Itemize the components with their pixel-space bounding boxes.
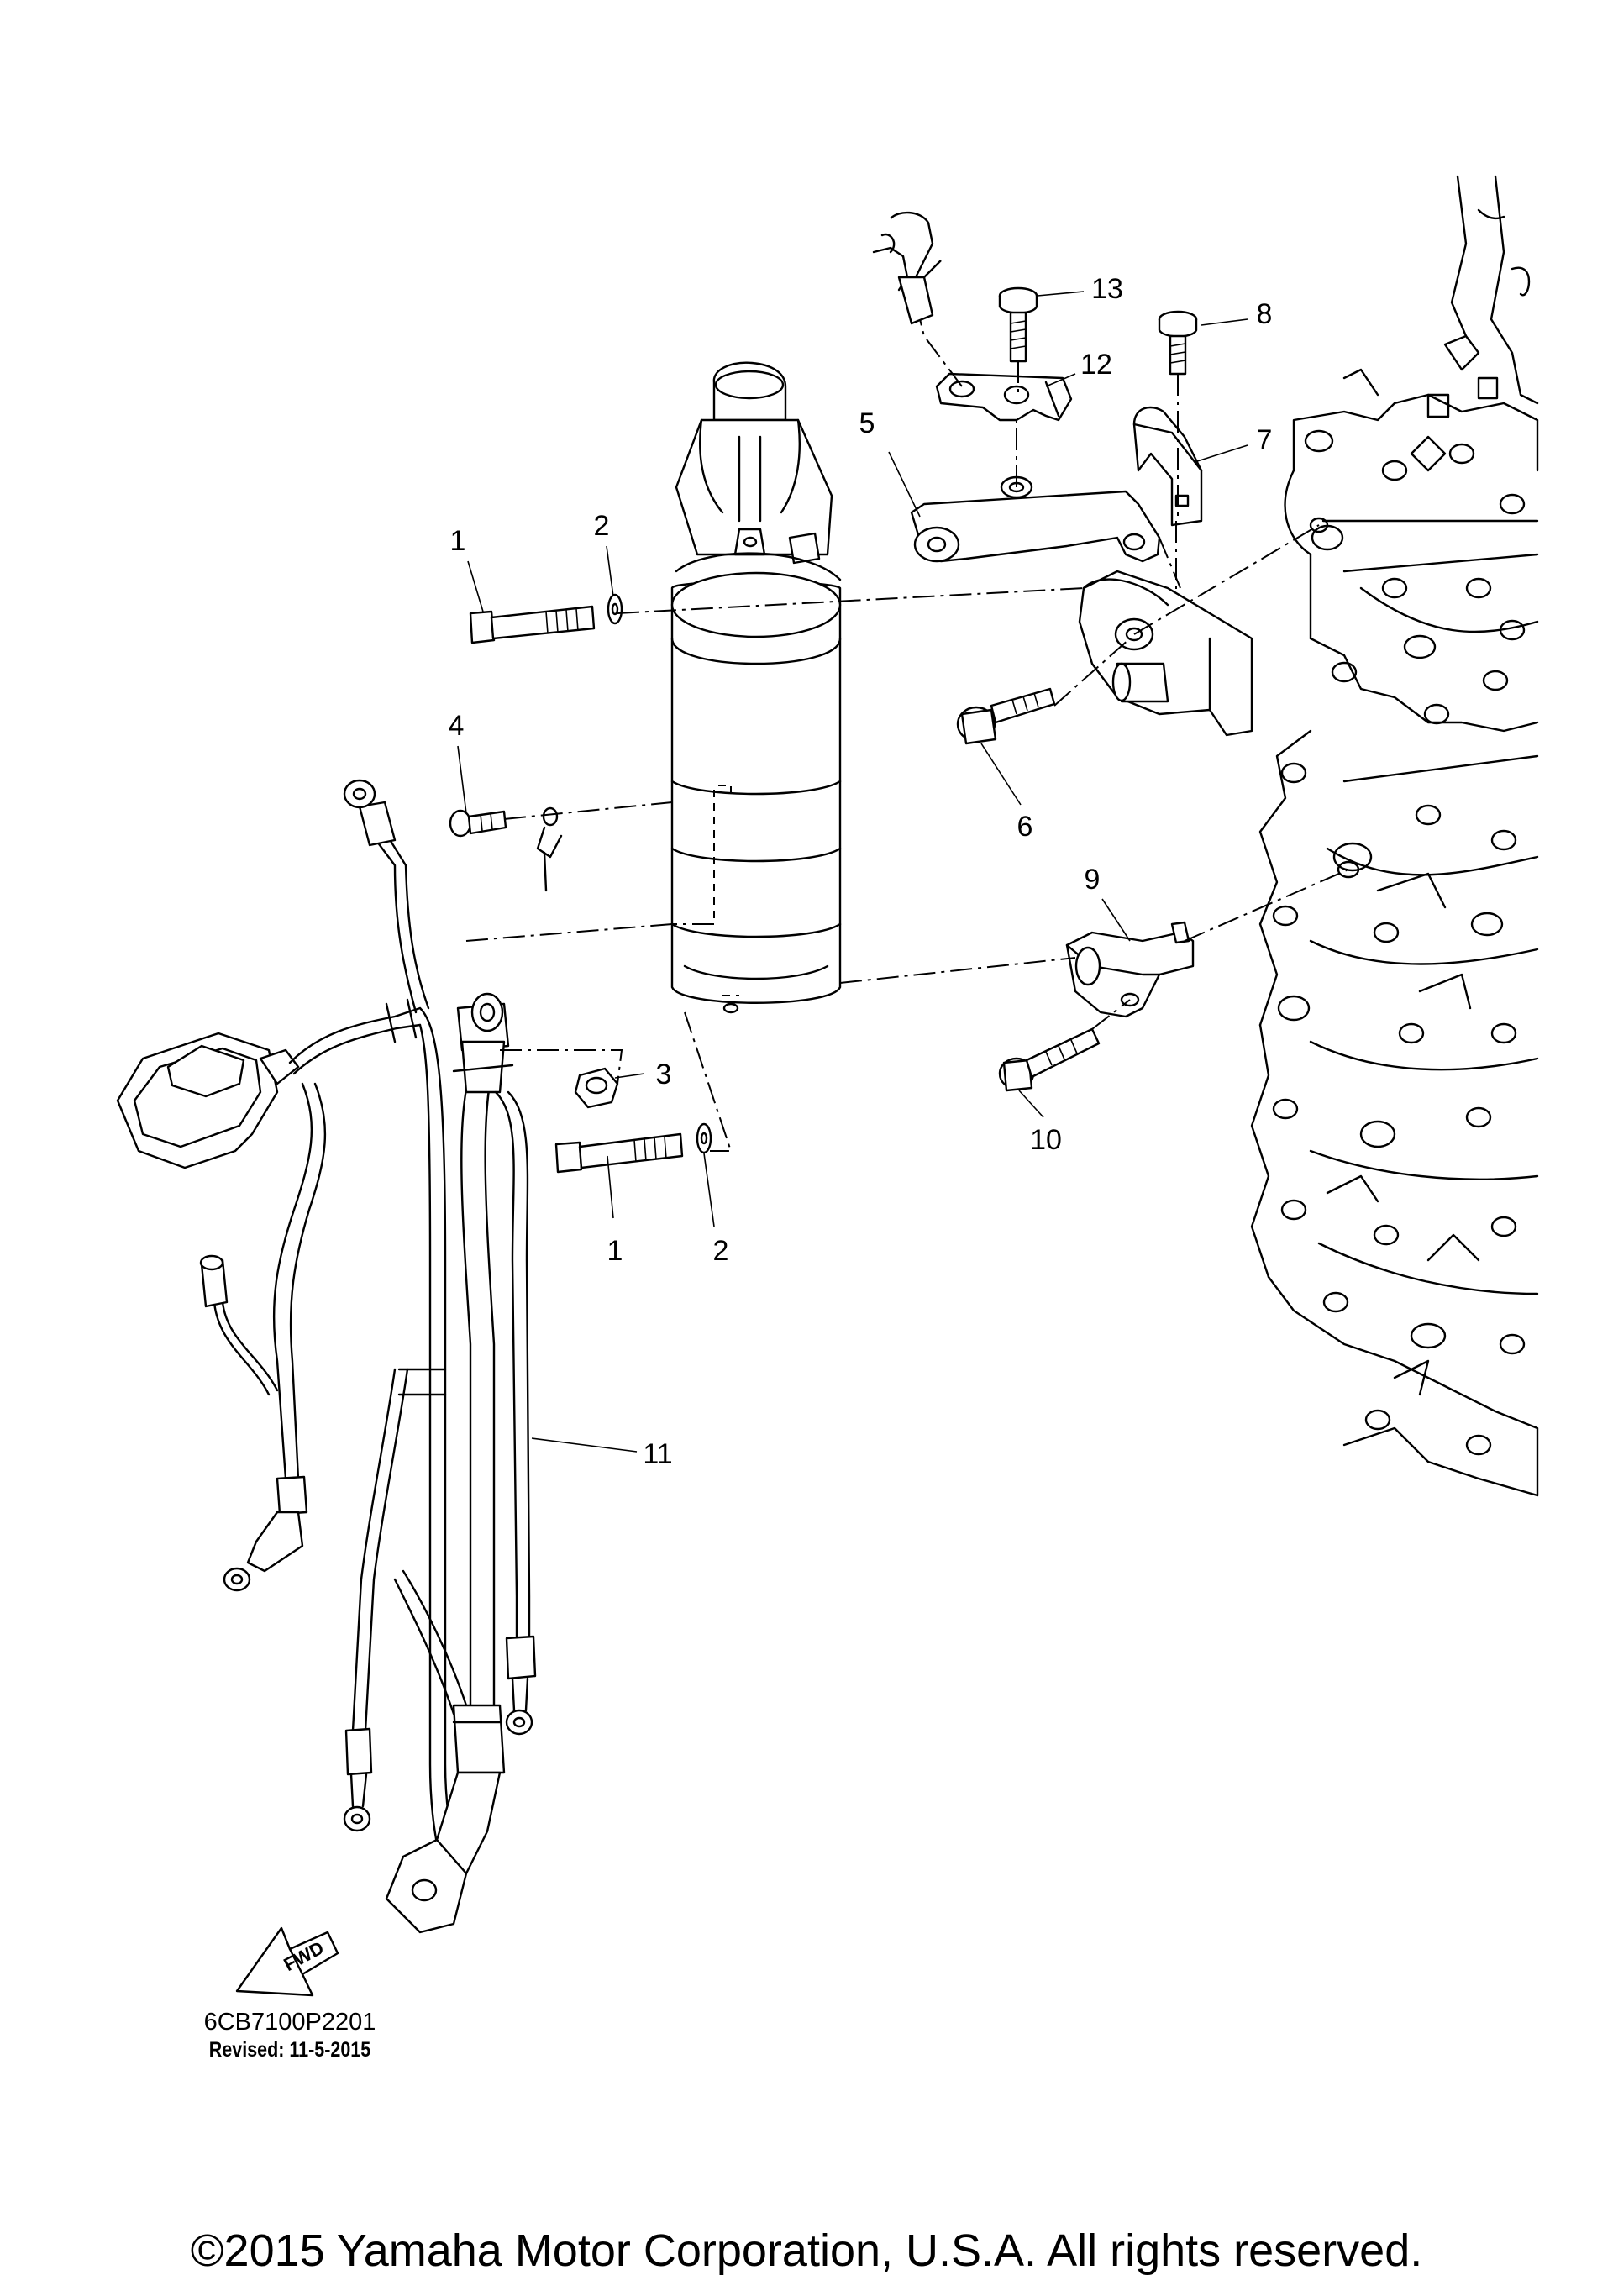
washer-2-lower [696, 1122, 712, 1154]
revision-date: Revised: 11-5-2015 [208, 2038, 371, 2062]
bracket-7 [1132, 406, 1203, 527]
fwd-arrow-icon: FWD [235, 1926, 339, 1997]
bolt-1-lower [554, 1132, 684, 1174]
starter-motor [670, 361, 842, 1014]
bolt-8 [1158, 310, 1198, 376]
mounting-bracket [1078, 570, 1253, 737]
drawing-code: 6CB7100P2201 [203, 2009, 376, 2036]
wire-connector-top [872, 211, 942, 325]
callout-7: 7 [1257, 424, 1273, 456]
nut-3 [574, 1067, 619, 1109]
callout-1-upper: 1 [450, 525, 466, 557]
callout-12: 12 [1080, 349, 1112, 381]
callout-2-lower: 2 [713, 1235, 729, 1267]
copyright-notice: ©2015 Yamaha Motor Corporation, U.S.A. A… [190, 2225, 1423, 2276]
callout-2-upper: 2 [594, 510, 610, 542]
callout-6: 6 [1017, 811, 1033, 843]
callout-8: 8 [1257, 298, 1273, 330]
engine-block-outline [1250, 175, 1539, 1497]
washer-2-upper [607, 593, 623, 625]
callout-4: 4 [449, 710, 465, 742]
bolt-6 [956, 687, 1056, 745]
assembly-reference-lines [465, 318, 1349, 1152]
bracket-9 [1065, 921, 1195, 1018]
wire-harness-11 [116, 779, 537, 1934]
part-callouts: 1 2 3 4 5 6 7 8 9 10 11 12 13 1 2 [449, 273, 1273, 1470]
bracket-12 [935, 372, 1073, 422]
callout-5: 5 [859, 407, 875, 439]
bolt-1-upper [469, 605, 596, 644]
callout-13: 13 [1091, 273, 1123, 305]
callout-1-lower: 1 [607, 1235, 623, 1267]
callout-11: 11 [643, 1438, 672, 1470]
bolt-13 [998, 286, 1038, 363]
bracket-5 [910, 475, 1161, 563]
bolt-10 [998, 1027, 1101, 1092]
leader-lines [457, 291, 1248, 1453]
screw-4 [449, 806, 563, 892]
callout-3: 3 [656, 1059, 672, 1090]
callout-10: 10 [1030, 1124, 1062, 1156]
callout-9: 9 [1085, 864, 1101, 896]
